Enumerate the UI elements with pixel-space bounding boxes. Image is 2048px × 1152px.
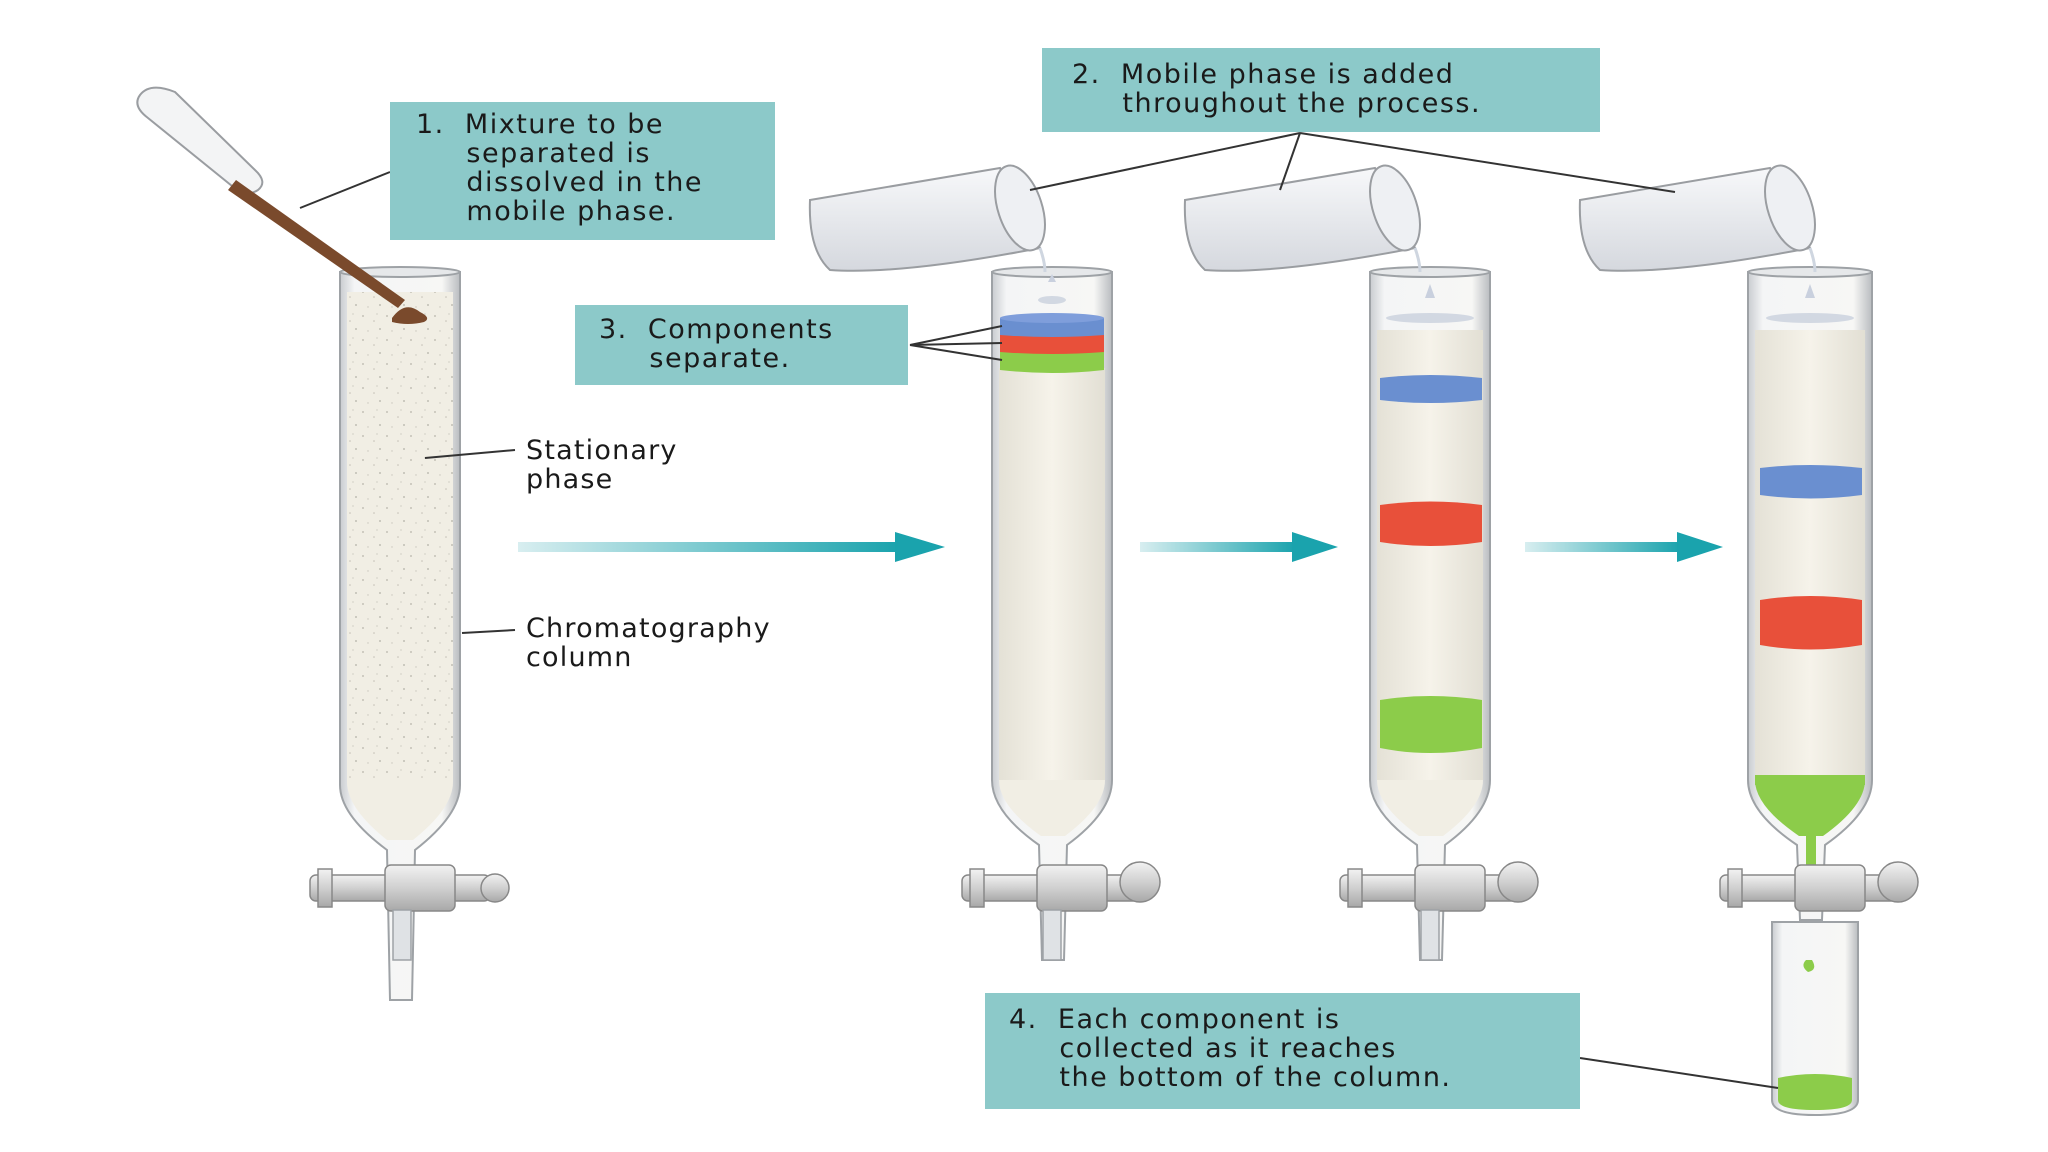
pipette-icon [136, 86, 405, 308]
band-red [1380, 501, 1482, 546]
leader-lines [299, 132, 1779, 1089]
bands-stage-2 [1000, 313, 1104, 373]
callout-step-4: 4. Each component is collected as it rea… [985, 993, 1580, 1109]
callout-step-2: 2. Mobile phase is added throughout the … [1042, 48, 1600, 132]
band-green [1000, 350, 1104, 373]
band-red [1000, 333, 1104, 354]
column-2 [991, 266, 1113, 961]
collection-test-tube [1771, 921, 1859, 1117]
column-1 [339, 266, 461, 1001]
sample-mixture-drop [392, 307, 428, 324]
beaker-icon [1183, 164, 1422, 273]
band-green [1380, 696, 1482, 753]
band-blue [1760, 465, 1862, 499]
label-chromatography-column: Chromatography column [526, 613, 771, 673]
column-4 [1747, 266, 1873, 921]
arrow-right-icon [1140, 532, 1338, 562]
bands-stage-4 [1760, 465, 1862, 650]
column-3 [1369, 266, 1491, 961]
bands-stage-3 [1380, 375, 1482, 753]
stopcock-4 [1719, 861, 1919, 912]
callout-step-1: 1. Mixture to be separated is dissolved … [390, 102, 775, 240]
label-stationary-phase: Stationary phase [526, 435, 678, 495]
callout-step-3: 3. Components separate. [575, 305, 908, 385]
arrow-right-icon [518, 532, 945, 562]
band-blue [1380, 375, 1482, 403]
band-blue [1000, 318, 1104, 337]
stopcock-2 [961, 861, 1161, 961]
stopcock-1 [309, 864, 510, 961]
beaker-icon [808, 164, 1047, 273]
stopcock-3 [1339, 861, 1539, 961]
beaker-icon [1578, 164, 1817, 273]
band-red [1760, 596, 1862, 650]
arrow-right-icon [1525, 532, 1723, 562]
